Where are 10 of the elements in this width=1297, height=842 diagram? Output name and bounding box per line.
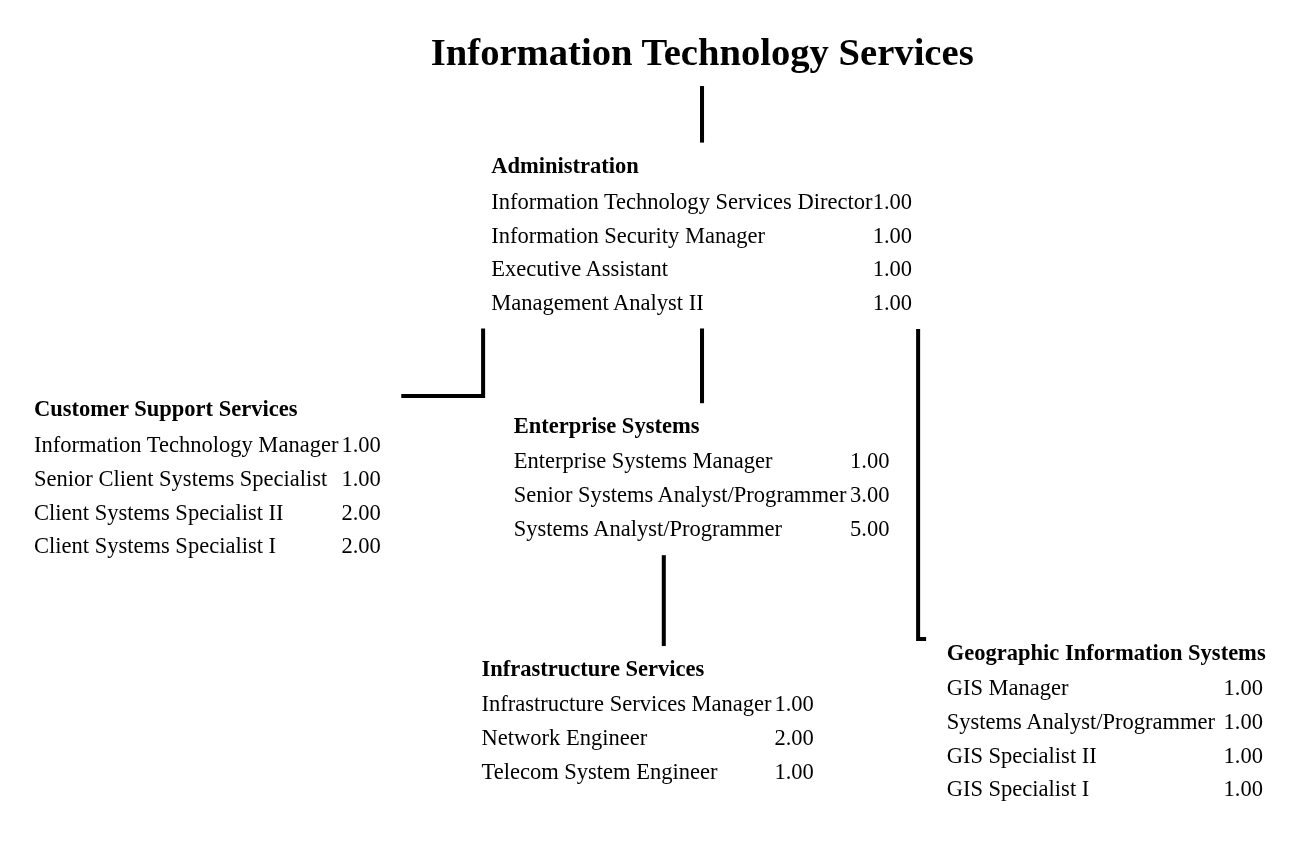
connector bbox=[661, 555, 666, 647]
node-text: Infrastructure Services Infrastructure Services Manager1.00 Network Engineer 2.00 Telecom System Engineer 1.00 bbox=[481, 655, 814, 784]
connector bbox=[700, 86, 705, 143]
node-text: Customer Support Services Information Technology Manager1.00 Senior Client Systems Specialist 1.00 Client Systems Specialist II 2.00 Client Systems Specialist I 2.00 bbox=[34, 396, 381, 559]
node-text: Enterprise Systems Enterprise Systems Manager 1.00 Senior Systems Analyst/Programmer3.00 Systems Analyst/Programmer 5.00 bbox=[513, 412, 890, 541]
node-text: Geographic Information Systems GIS Manager 1.00 Systems Analyst/Programmer 1.00 GIS Specialist II 1.00 GIS Specialist I 1.00 bbox=[946, 639, 1266, 802]
node-text: Information Technology Services bbox=[430, 30, 974, 73]
connector bbox=[401, 328, 486, 399]
node-text: Administration Information Technology Services Director1.00 Information Security Manager 1.00 Executive Assistant 1.00 Management Analyst II 1.00 bbox=[491, 153, 913, 316]
connector bbox=[700, 328, 705, 404]
